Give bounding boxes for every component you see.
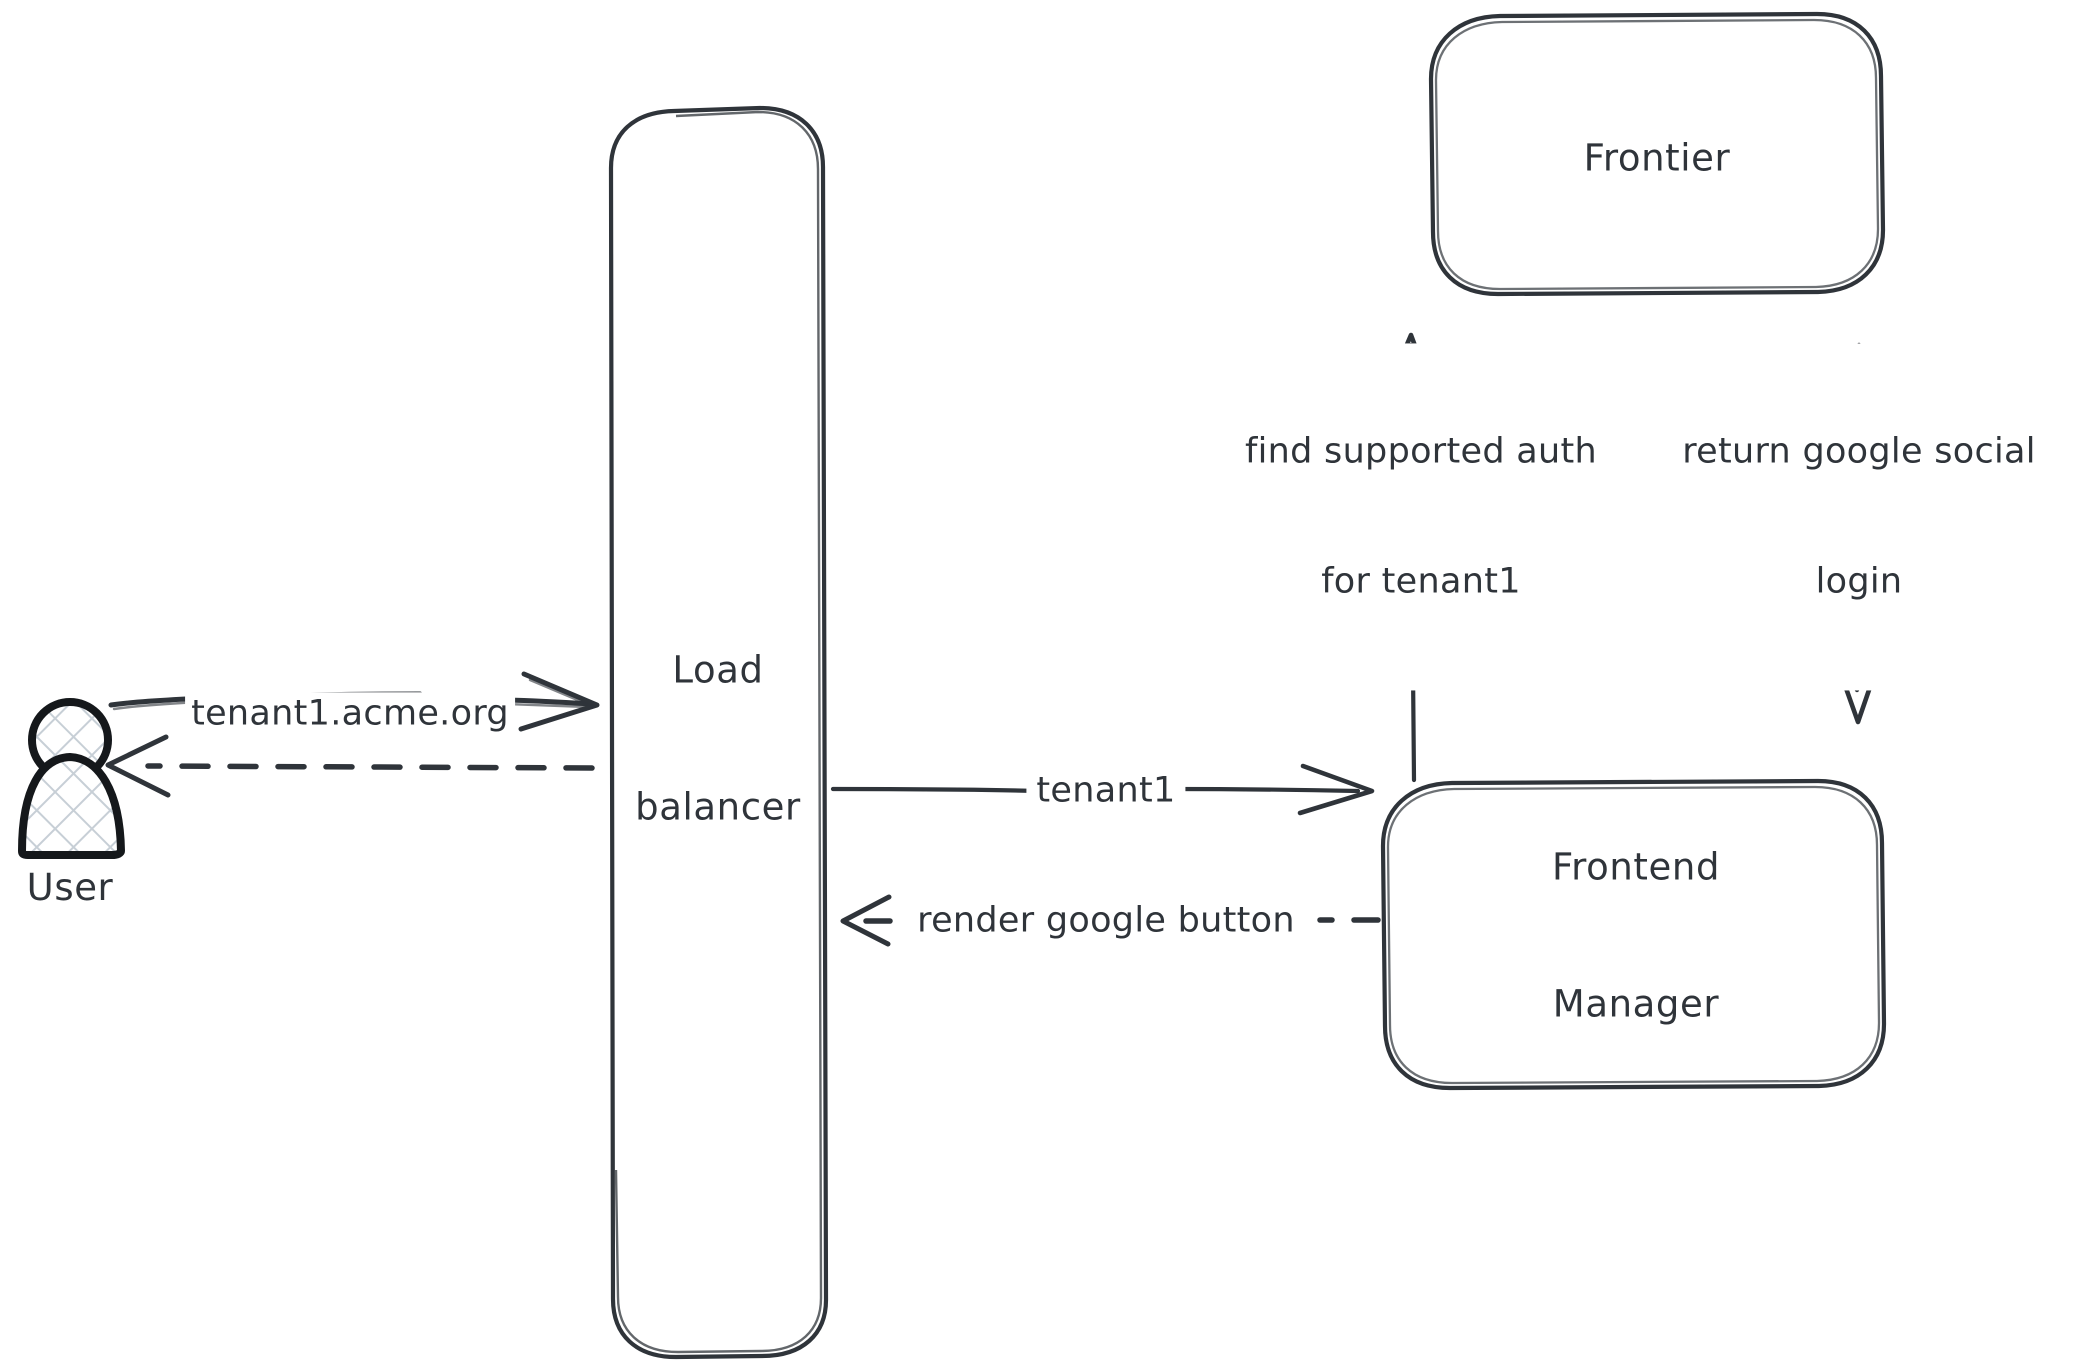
edge-frontend-manager-to-frontier-line bbox=[1379, 332, 1440, 783]
user-actor-icon bbox=[18, 698, 125, 859]
edge-load-balancer-to-frontend-manager-line bbox=[830, 763, 1375, 816]
edge-frontier-to-frontend-manager-line bbox=[1833, 342, 1883, 725]
edge-frontend-manager-to-load-balancer-line bbox=[840, 894, 1381, 947]
edge-user-to-load-balancer-line bbox=[108, 671, 600, 732]
edge-load-balancer-to-user-line bbox=[105, 734, 595, 798]
frontier-shape[interactable] bbox=[1428, 11, 1886, 297]
load-balancer-shape[interactable] bbox=[608, 105, 829, 1360]
frontend-manager-shape[interactable] bbox=[1380, 778, 1887, 1091]
